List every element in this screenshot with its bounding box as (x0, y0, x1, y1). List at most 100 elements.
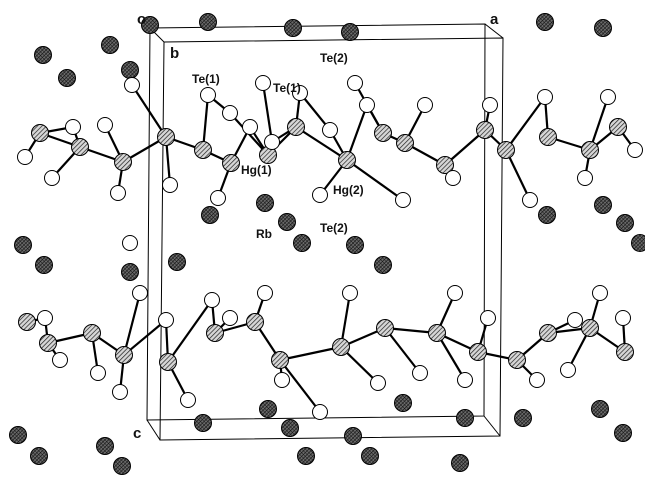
hg-atom (376, 319, 394, 337)
atom-label-te2: Te(2) (320, 221, 348, 235)
hg-atom (222, 154, 240, 172)
hg-atom (581, 319, 599, 337)
hg-atom (497, 141, 515, 159)
bond (436, 332, 466, 381)
bond (505, 149, 531, 201)
hg-atom (206, 324, 224, 342)
hg-atom (287, 118, 305, 136)
unit-cell-edge (484, 23, 504, 39)
te-atom (592, 285, 608, 301)
bond (201, 94, 210, 151)
te-atom (37, 310, 53, 326)
te-atom (242, 119, 258, 135)
hg-atom (271, 351, 289, 369)
te-atom (359, 97, 375, 113)
rb-atom (168, 253, 186, 271)
hg-atom (436, 156, 454, 174)
te-atom (395, 192, 411, 208)
te-atom (342, 285, 358, 301)
te-atom (255, 75, 271, 91)
te-atom (90, 365, 106, 381)
axis-a-label: a (490, 11, 499, 28)
te-atom (537, 89, 553, 105)
te-atom (480, 310, 496, 326)
axis-c-label: c (133, 425, 141, 442)
rb-atom (101, 36, 119, 54)
hg-atom (157, 128, 175, 146)
bond (131, 84, 167, 138)
hg-atom (39, 334, 57, 352)
te-atom (615, 310, 631, 326)
te-atom (210, 190, 226, 206)
te-atom (97, 117, 113, 133)
te-atom (122, 235, 138, 251)
rb-atom (616, 214, 634, 232)
rb-atom (394, 394, 412, 412)
te-atom (158, 312, 174, 328)
rb-atom (451, 454, 469, 472)
te-atom (600, 89, 616, 105)
rb-atom (194, 414, 212, 432)
rb-atom (113, 457, 131, 475)
te-atom (447, 285, 463, 301)
hg-atom (539, 324, 557, 342)
te-atom (560, 362, 576, 378)
te-atom (627, 142, 643, 158)
te-atom (292, 85, 308, 101)
hg-atom (194, 141, 212, 159)
bond (346, 159, 404, 201)
hg-atom (83, 324, 101, 342)
te-atom (200, 87, 216, 103)
hg-atom (18, 313, 36, 331)
rb-atom (594, 19, 612, 37)
hg-atom (581, 141, 599, 159)
te-atom (180, 392, 196, 408)
rb-atom-layer (9, 13, 645, 475)
atom-label-rb: Rb (256, 227, 272, 241)
rb-atom (594, 196, 612, 214)
rb-atom (30, 447, 48, 465)
te-atom (274, 372, 290, 388)
hg-atom (114, 153, 132, 171)
rb-atom (259, 400, 277, 418)
atom-label-hg1: Hg(1) (241, 163, 272, 177)
hg-atom (469, 343, 487, 361)
te-atom (222, 105, 238, 121)
hg-atom (374, 124, 392, 142)
te-atom (347, 75, 363, 91)
te-atom (204, 292, 220, 308)
te-atom (52, 352, 68, 368)
hg-atom (246, 313, 264, 331)
bond (384, 327, 421, 374)
te-atom (322, 122, 338, 138)
rb-atom (374, 256, 392, 274)
te-atom (162, 177, 178, 193)
te-atom (522, 192, 538, 208)
rb-atom (514, 409, 532, 427)
te-atom (17, 149, 33, 165)
bond (123, 319, 167, 356)
hg-atom (71, 138, 89, 156)
rb-atom (256, 194, 274, 212)
rb-atom (14, 236, 32, 254)
rb-atom (631, 234, 645, 252)
te-atom (65, 119, 81, 135)
te-atom (44, 170, 60, 186)
rb-atom (96, 437, 114, 455)
hg-atom (539, 128, 557, 146)
rb-atom (344, 427, 362, 445)
hg-atom (159, 353, 177, 371)
bond (261, 82, 274, 143)
rb-atom (141, 16, 159, 34)
bond (505, 96, 546, 151)
bond (167, 299, 213, 363)
rb-atom (346, 236, 364, 254)
bond (588, 96, 610, 151)
rb-atom (284, 19, 302, 37)
hg-atom (332, 338, 350, 356)
hg-atom (616, 343, 634, 361)
bond (295, 126, 348, 161)
unit-cell-edge (146, 419, 161, 441)
te-atom (110, 185, 126, 201)
